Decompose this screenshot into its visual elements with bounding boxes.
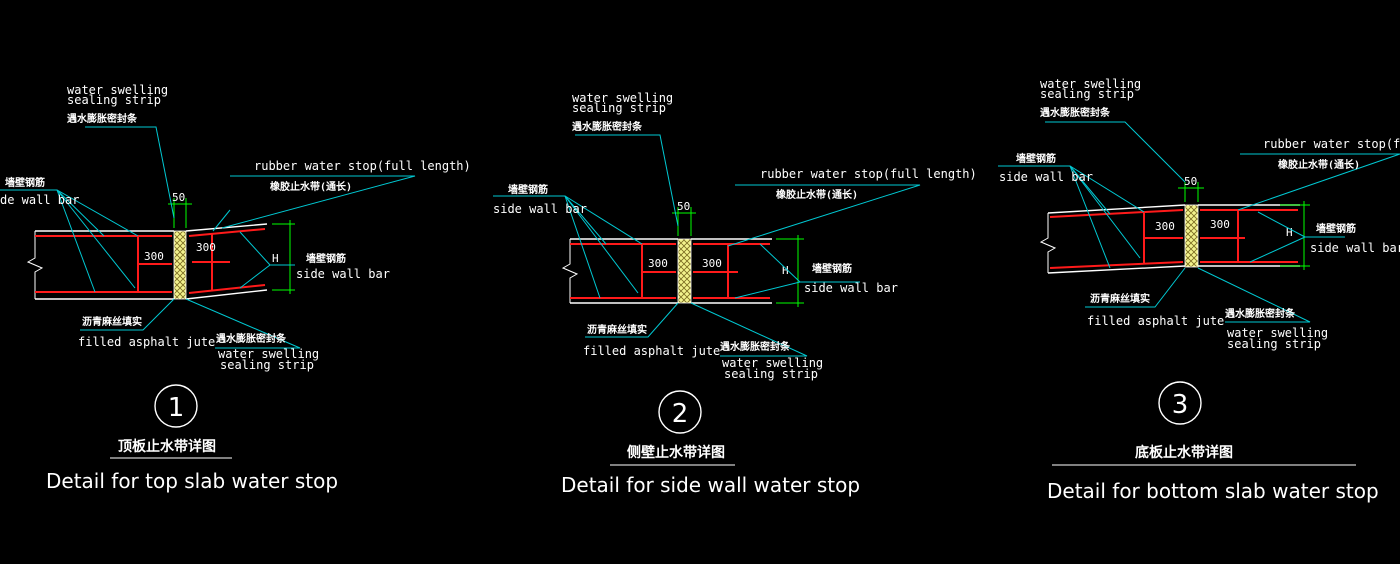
detail-3-asphalt-jute-filler [1184, 204, 1199, 268]
detail-2-swell-bot-en1: water swelling [722, 356, 823, 370]
detail-2-dimensions [672, 207, 804, 307]
detail-2-sidebar-right-cn: 墙壁钢筋 [812, 262, 852, 275]
detail-3-dimensions [1178, 182, 1310, 270]
detail-3-bottom-slab: 50 300 300 H water swelling sealing stri… [998, 77, 1400, 503]
detail-3-number: 3 [1172, 390, 1189, 420]
detail-3-swell-bot-en2: sealing strip [1227, 337, 1321, 351]
detail-2-dim-50: 50 [677, 200, 690, 213]
detail-1-swell-bot-en2: sealing strip [220, 358, 314, 372]
detail-1-swell-bot-en1: water swelling [218, 347, 319, 361]
detail-3-swell-bot-en1: water swelling [1227, 326, 1328, 340]
detail-2-swell-top-en1: water swelling [572, 91, 673, 105]
detail-3-rubber-cn: 橡胶止水带(通长) [1278, 158, 1360, 171]
detail-1-top-slab: 50 300 300 H water swelling sealing stri… [0, 83, 471, 493]
detail-3-leaders [998, 121, 1400, 323]
detail-1-number: 1 [168, 393, 185, 423]
detail-2-jute-en: filled asphalt jute [583, 344, 720, 358]
detail-1-swell-bot-cn: 遇水膨胀密封条 [216, 332, 287, 345]
detail-2-number: 2 [672, 399, 689, 429]
detail-1-concrete [26, 223, 268, 300]
detail-1-title-cn: 顶板止水带详图 [118, 438, 216, 455]
detail-3-dim-300-left: 300 [1155, 220, 1175, 233]
detail-2-title-cn: 侧壁止水带详图 [627, 444, 725, 461]
detail-3-sidebar-left-en: side wall bar [999, 170, 1093, 184]
detail-2-sidebar-right-en: side wall bar [804, 281, 898, 295]
detail-3-swell-top-cn: 遇水膨胀密封条 [1040, 106, 1111, 119]
detail-2-title-en: Detail for side wall water stop [561, 473, 860, 497]
detail-3-title-en: Detail for bottom slab water stop [1047, 479, 1379, 503]
detail-1-dim-h: H [272, 252, 279, 265]
detail-3-dim-300-right: 300 [1210, 218, 1230, 231]
detail-2-dim-h: H [782, 264, 789, 277]
detail-1-leaders [0, 126, 416, 349]
detail-2-number-circle [658, 390, 702, 434]
detail-3-swell-bot-cn: 遇水膨胀密封条 [1225, 307, 1296, 320]
detail-1-sidebar-left-en: de wall bar [0, 193, 79, 207]
detail-1-rubber-en: rubber water stop(full length) [254, 159, 471, 173]
detail-3-swell-top-en1: water swelling [1040, 77, 1141, 91]
detail-1-number-circle [154, 384, 198, 428]
detail-1-rubber-cn: 橡胶止水带(通长) [270, 180, 352, 193]
detail-2-swell-top-en2: sealing strip [572, 101, 666, 115]
detail-3-sidebar-right-en: side wall bar [1310, 241, 1400, 255]
detail-1-dim-300-right: 300 [196, 241, 216, 254]
detail-1-swell-top-en1: water swelling [67, 83, 168, 97]
detail-1-sidebar-right-cn: 墙壁钢筋 [306, 252, 346, 265]
detail-2-sidebar-left-cn: 墙壁钢筋 [508, 183, 548, 196]
detail-1-sidebar-right-en: side wall bar [296, 267, 390, 281]
detail-1-jute-cn: 沥青麻丝填实 [82, 315, 142, 328]
detail-3-dim-50: 50 [1184, 175, 1197, 188]
detail-2-sidebar-left-en: side wall bar [493, 202, 587, 216]
detail-1-title-en: Detail for top slab water stop [46, 469, 338, 493]
detail-1-sidebar-left-cn: 墙壁钢筋 [5, 176, 45, 189]
detail-2-leaders [493, 134, 921, 357]
detail-3-jute-en: filled asphalt jute [1087, 314, 1224, 328]
detail-2-concrete [561, 238, 772, 304]
detail-3-dim-h: H [1286, 226, 1293, 239]
detail-3-number-circle [1158, 381, 1202, 425]
detail-1-dimensions [168, 198, 295, 294]
detail-2-side-wall: 50 300 300 H water swelling sealing stri… [493, 91, 977, 497]
detail-3-rebar [1049, 209, 1298, 269]
detail-1-swell-top-cn: 遇水膨胀密封条 [67, 112, 138, 125]
detail-3-jute-cn: 沥青麻丝填实 [1090, 292, 1150, 305]
detail-1-swell-top-en2: sealing strip [67, 93, 161, 107]
detail-2-rubber-cn: 橡胶止水带(通长) [776, 188, 858, 201]
detail-3-title-cn: 底板止水带详图 [1135, 444, 1233, 461]
detail-3-rubber-en: rubber water stop(full len [1263, 137, 1400, 151]
detail-3-sidebar-left-cn: 墙壁钢筋 [1016, 152, 1056, 165]
detail-1-dim-300-left: 300 [144, 250, 164, 263]
detail-2-jute-cn: 沥青麻丝填实 [587, 323, 647, 336]
detail-2-swell-bot-cn: 遇水膨胀密封条 [720, 340, 791, 353]
detail-1-asphalt-jute-filler [173, 230, 187, 300]
detail-2-swell-top-cn: 遇水膨胀密封条 [572, 120, 643, 133]
detail-2-swell-bot-en2: sealing strip [724, 367, 818, 381]
detail-1-jute-en: filled asphalt jute [78, 335, 215, 349]
detail-2-asphalt-jute-filler [677, 238, 692, 304]
detail-2-rubber-en: rubber water stop(full length) [760, 167, 977, 181]
detail-3-swell-top-en2: sealing strip [1040, 87, 1134, 101]
detail-2-rebar [570, 243, 770, 299]
detail-2-dim-300-right: 300 [702, 257, 722, 270]
detail-1-dim-50: 50 [172, 191, 185, 204]
detail-3-sidebar-right-cn: 墙壁钢筋 [1316, 222, 1356, 235]
detail-2-dim-300-left: 300 [648, 257, 668, 270]
